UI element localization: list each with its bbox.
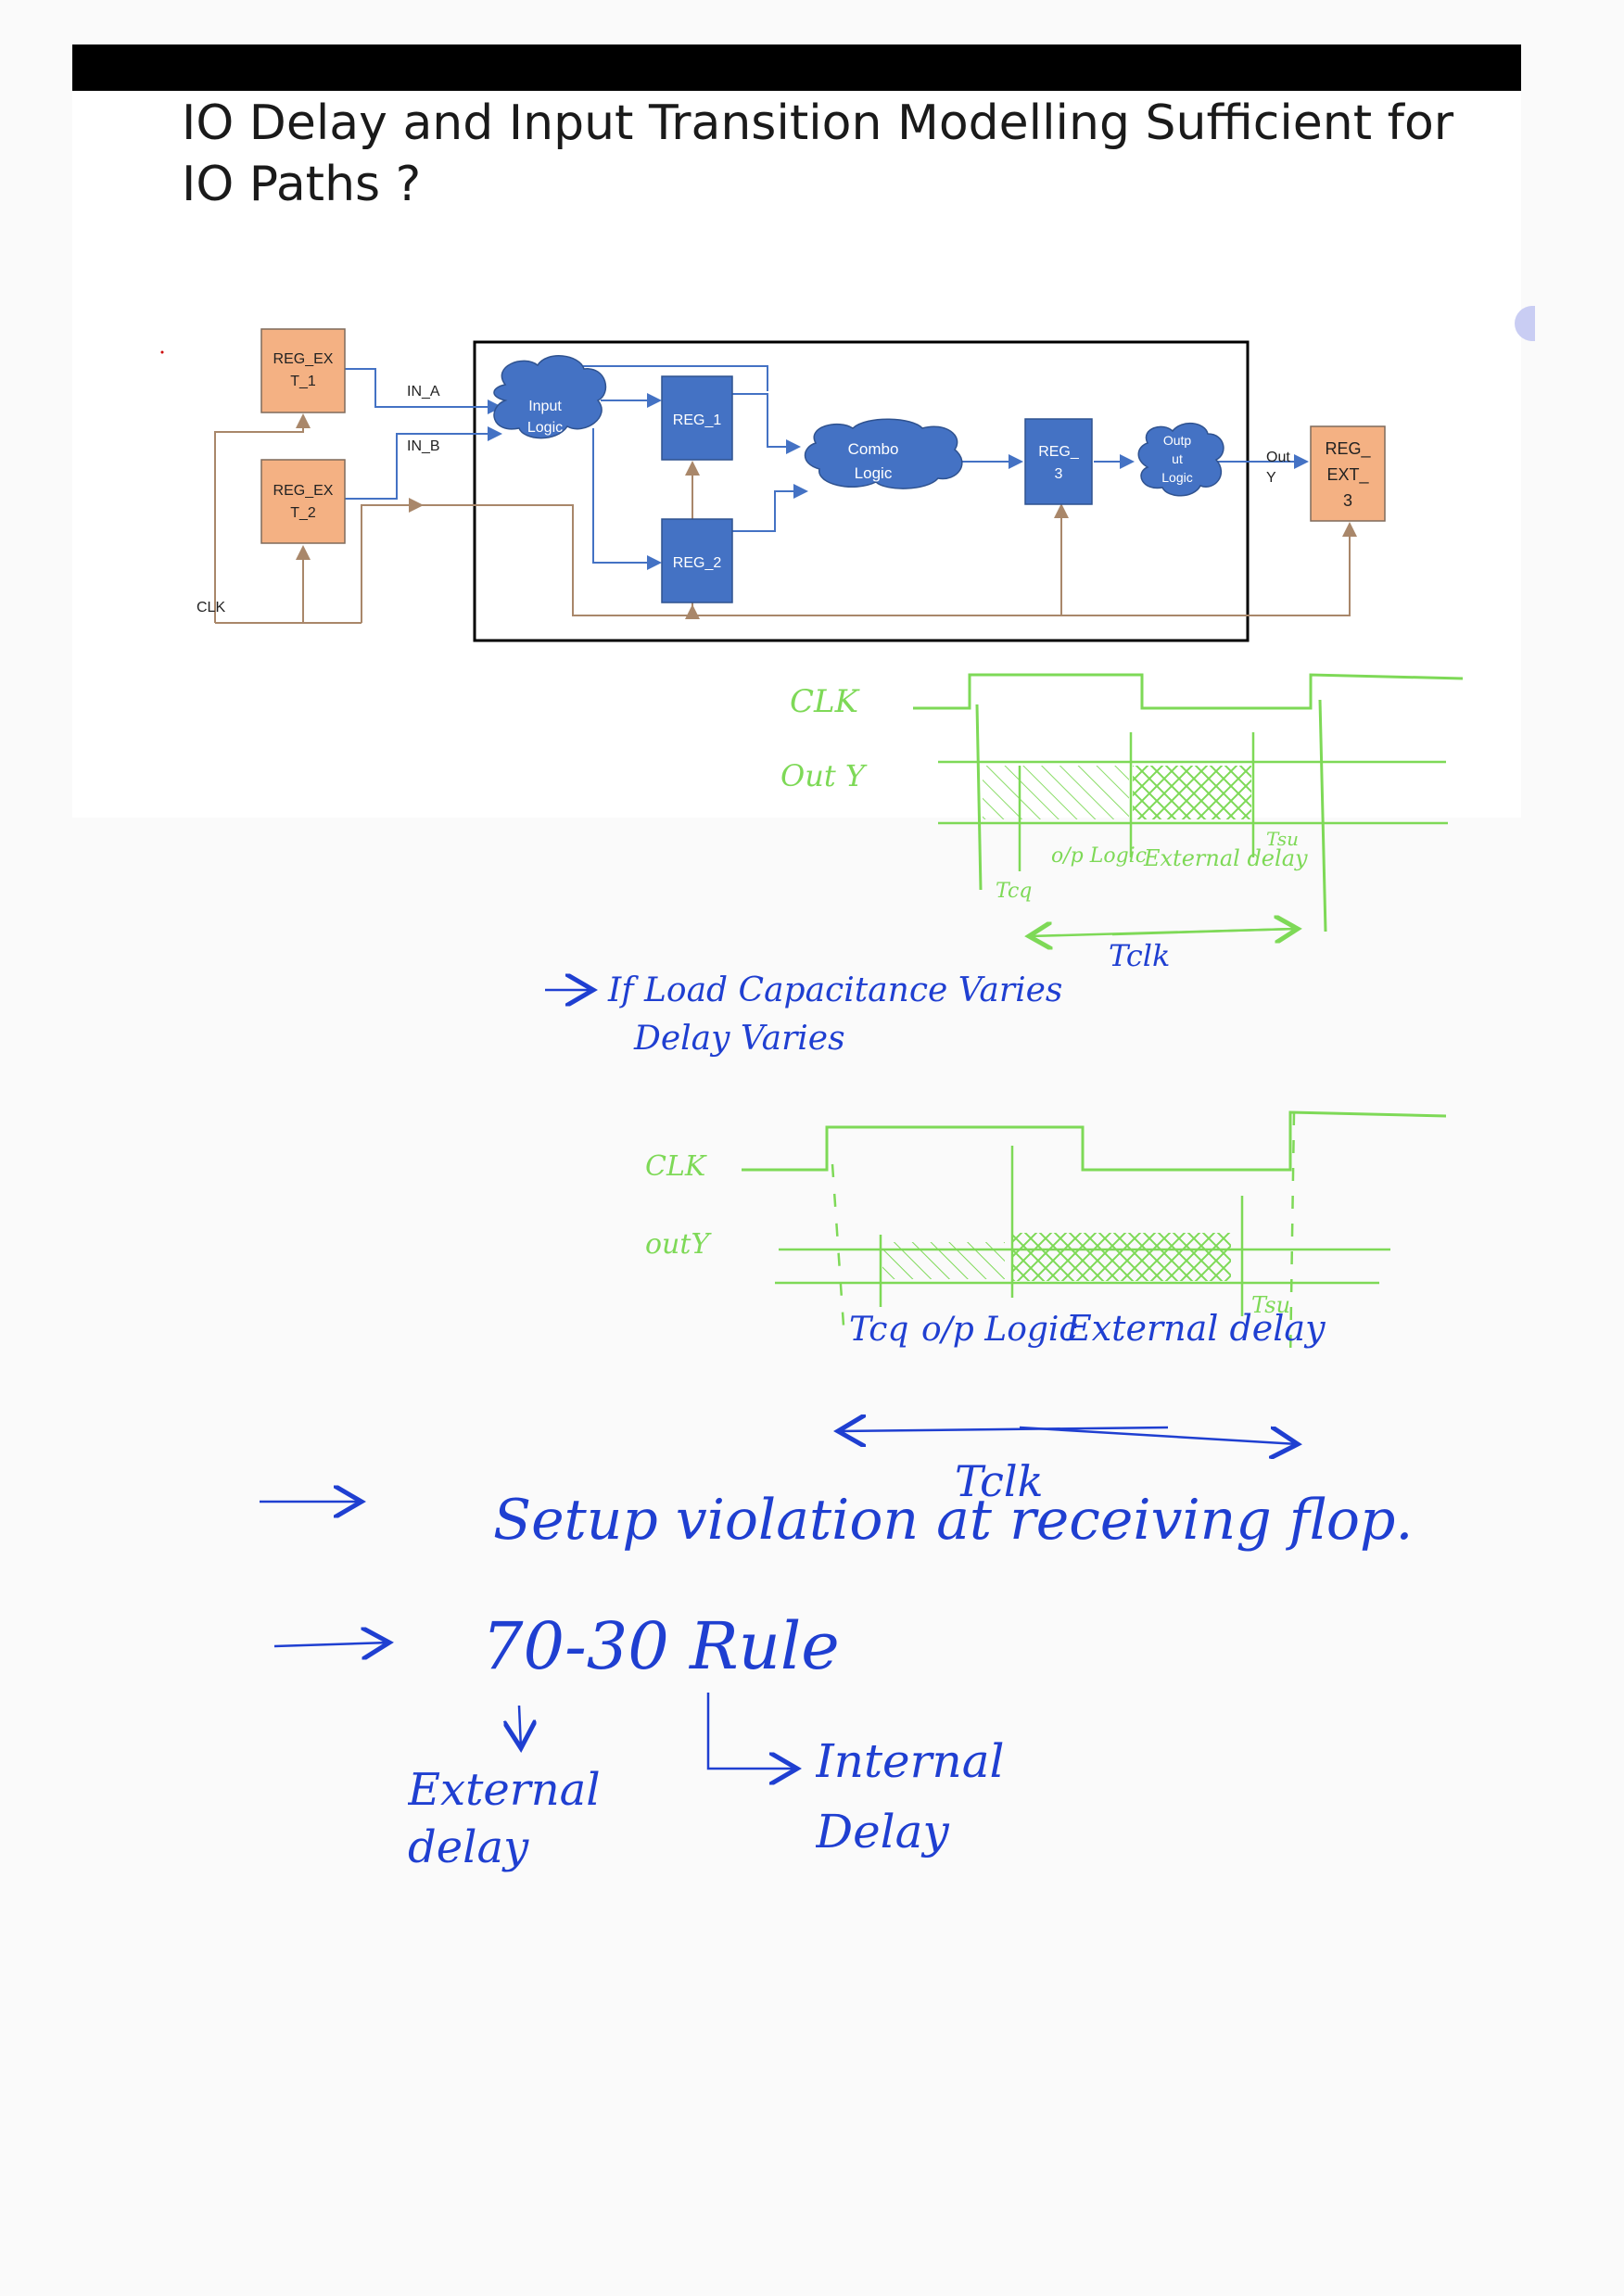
block-diagram: REG_EX T_1 REG_EX T_2 REG_ EXT_ 3 Input … [160,328,1386,642]
timing1-external-delay-region [1133,766,1251,819]
timing2-external-delay: External delay [1065,1308,1326,1349]
timing2-clk-label: CLK [645,1150,707,1183]
slide: IO Delay and Input Transition Modelling … [72,44,1521,818]
timing1-clk-label: CLK [790,683,861,720]
output-logic-cloud [1137,423,1224,497]
reg-1-box [661,375,733,461]
output-logic-label-1: Outp [1163,433,1192,448]
signal-out: Out [1266,450,1290,465]
slide-title: IO Delay and Input Transition Modelling … [182,95,1454,212]
reg-ext-2-label-bottom: T_2 [290,505,316,521]
note1-line2: Delay Varies [633,1020,845,1058]
signal-in-a: IN_A [407,384,440,400]
note-external-wrap: External delay [408,1764,601,1873]
output-logic-label-2: ut [1172,451,1183,466]
reg-ext-2-label-top: REG_EX [273,483,334,499]
note-load-capacitance: If Load Capacitance Varies Delay Varies [545,971,1062,1058]
note-rule: 70-30 Rule [482,1608,840,1684]
timing2-olp-logic: o/p Logic [921,1311,1078,1349]
reg-ext-3-label-3: 3 [1343,491,1352,510]
timing1-tcq: Tcq [996,880,1032,903]
reg-1-label: REG_1 [673,412,722,428]
timing1-edge-5 [1318,699,1327,932]
timing2-edge-1 [831,1163,845,1326]
timing2-tclk-label: Tclk [955,1456,1043,1506]
reg-ext-1-box [260,328,346,413]
scrollbar-thumb[interactable] [1515,306,1535,341]
combo-logic-cloud [804,418,963,489]
input-logic-label-1: Input [528,399,562,414]
timing2-tsu: Tsu [1251,1292,1290,1318]
note-external: External delay [408,1764,601,1873]
timing1-out-label: Out Y [780,758,868,793]
timing1-tclk-arrow-right [1111,929,1298,934]
timing1-clk-wave [913,673,1464,710]
timing1-edge-1 [975,704,983,891]
input-logic-cloud [493,355,607,439]
timing2-external-delay-region [1012,1233,1231,1281]
note-external-arrow [519,1705,521,1748]
signal-clk: CLK [197,600,225,615]
signal-in-b: IN_B [407,438,440,454]
timing-diagram-1: CLK Out Y Tcq o/p Logic External delay T… [780,673,1464,973]
note-internal-wrap: Internal Delay [816,1734,1005,1858]
timing2-clk-wave [742,1110,1447,1172]
reg-ext-1-label-bottom: T_1 [290,374,316,389]
reg-ext-1-label-top: REG_EX [273,351,334,367]
note-setup-violation: Setup violation at receiving flop. [493,1488,1413,1553]
reg-3-label-2: 3 [1055,466,1063,482]
timing2-tclk-arrow-right [1019,1427,1298,1444]
reg-3-box [1024,418,1093,505]
data-wires [345,365,1309,570]
reg-2-box [661,518,733,603]
note-rule-arrow [273,1643,389,1646]
timing2-out-label: outY [645,1228,712,1261]
slide-top-bar [72,44,1521,91]
timing1-tsu: Tsu [1266,828,1299,850]
reg-3-label-1: REG_ [1038,444,1080,460]
notes-section: Setup violation at receiving flop. 70-30… [260,1488,1413,1873]
output-logic-label-3: Logic [1161,470,1192,485]
combo-logic-label-2: Logic [855,464,893,482]
timing2-tcq: Tcq [849,1311,908,1349]
reg-ext-3-label-2: EXT_ [1326,465,1369,485]
reg-ext-2-box [260,459,346,544]
signal-y: Y [1266,470,1276,486]
note-internal-arrow [706,1693,797,1769]
reg-ext-3-label-1: REG_ [1325,439,1371,459]
stray-dot [160,350,164,354]
timing2-olp-logic-region [882,1242,1005,1279]
combo-logic-label-1: Combo [848,440,899,458]
timing1-external-delay: External delay [1143,845,1308,871]
note-internal: Internal Delay [816,1734,1005,1858]
timing1-olp-logic: o/p Logic [1051,844,1147,868]
timing-diagram-2: CLK outY Tcq o/p Logic External delay Ts… [645,1110,1447,1506]
timing1-olp-logic-region [983,766,1129,819]
timing1-tclk-label: Tclk [1109,938,1170,973]
timing2-tclk-arrow-left [838,1427,1169,1431]
chip-boundary [473,340,1250,642]
input-logic-label-2: Logic [527,420,563,436]
reg-2-label: REG_2 [673,555,722,571]
reg-ext-3-box [1310,425,1386,522]
note1-line1: If Load Capacitance Varies [607,971,1062,1009]
